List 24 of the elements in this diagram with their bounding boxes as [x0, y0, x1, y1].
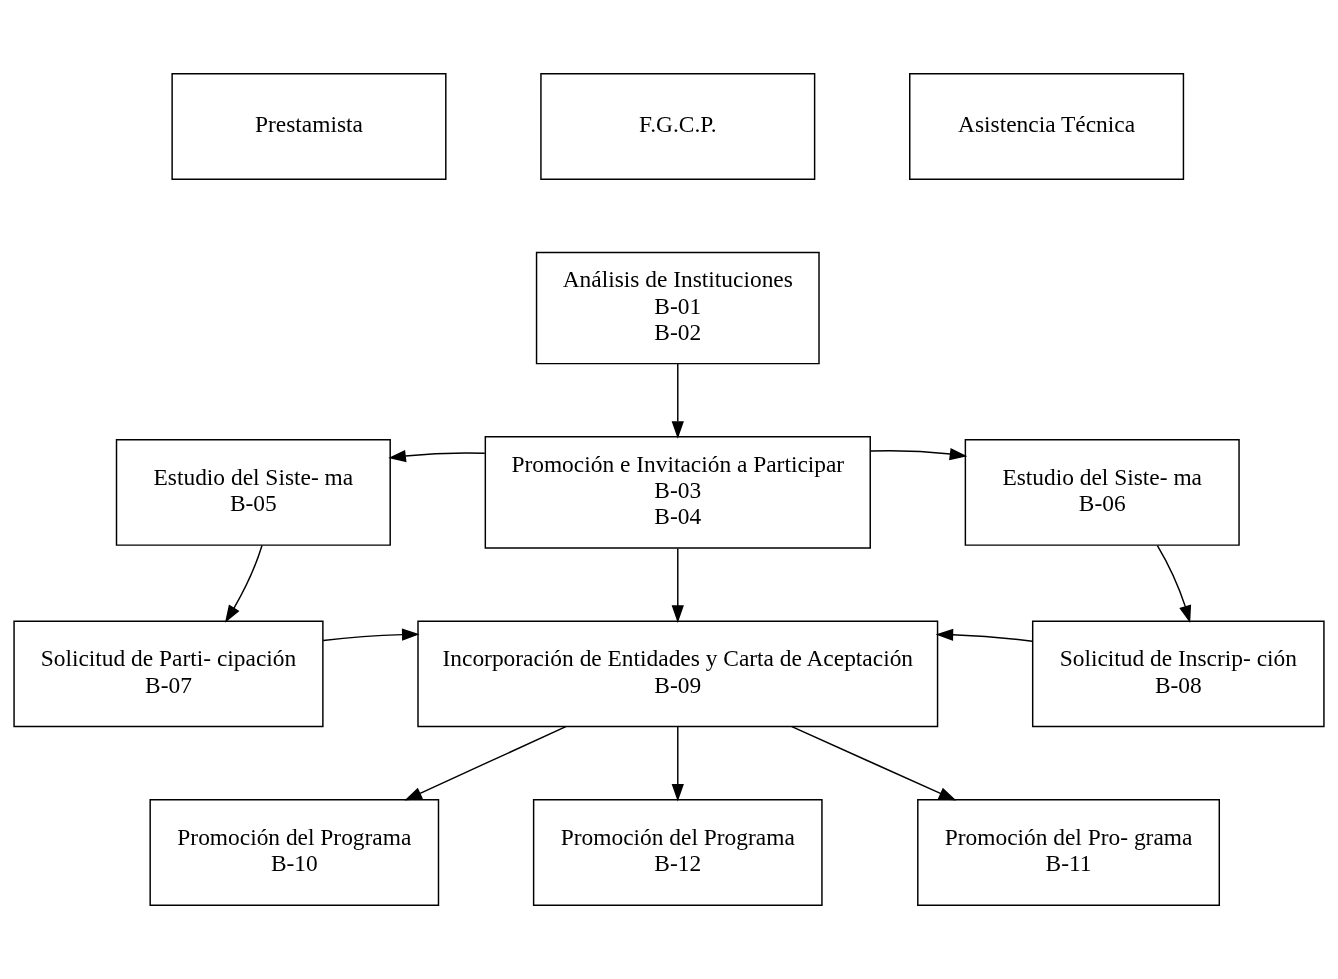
node-box: Incorporación de Entidades y Carta de Aceptación B-09	[417, 620, 939, 728]
node-box: Prestamista	[171, 73, 447, 180]
arrow	[1156, 544, 1192, 624]
arrow	[791, 725, 957, 801]
node-box: Estudio del Siste- ma B-06	[964, 439, 1240, 546]
node-box: Asistencia Técnica	[909, 73, 1185, 180]
node-box: Análisis de Instituciones B-01 B-02	[535, 251, 820, 365]
arrow	[404, 725, 567, 801]
node-box: Solicitud de Parti- cipación B-07	[13, 620, 324, 728]
node-box: Promoción del Programa B-12	[532, 799, 823, 906]
node-box: Estudio del Siste- ma B-05	[115, 439, 391, 546]
arrow	[869, 447, 968, 461]
arrow	[671, 725, 684, 802]
arrow	[388, 449, 486, 463]
node-box: Promoción del Programa B-10	[149, 799, 440, 906]
arrow	[671, 363, 684, 439]
arrow	[322, 628, 420, 642]
node-box: F.G.C.P.	[540, 73, 816, 180]
arrow	[671, 547, 684, 623]
node-box: Promoción del Pro- grama B-11	[917, 799, 1220, 906]
node-box: Promoción e Invitación a Participar B-03 B-04	[484, 436, 871, 549]
node-box: Solicitud de Inscrip- ción B-08	[1031, 620, 1325, 728]
arrow	[935, 628, 1033, 642]
arrow	[225, 544, 263, 623]
